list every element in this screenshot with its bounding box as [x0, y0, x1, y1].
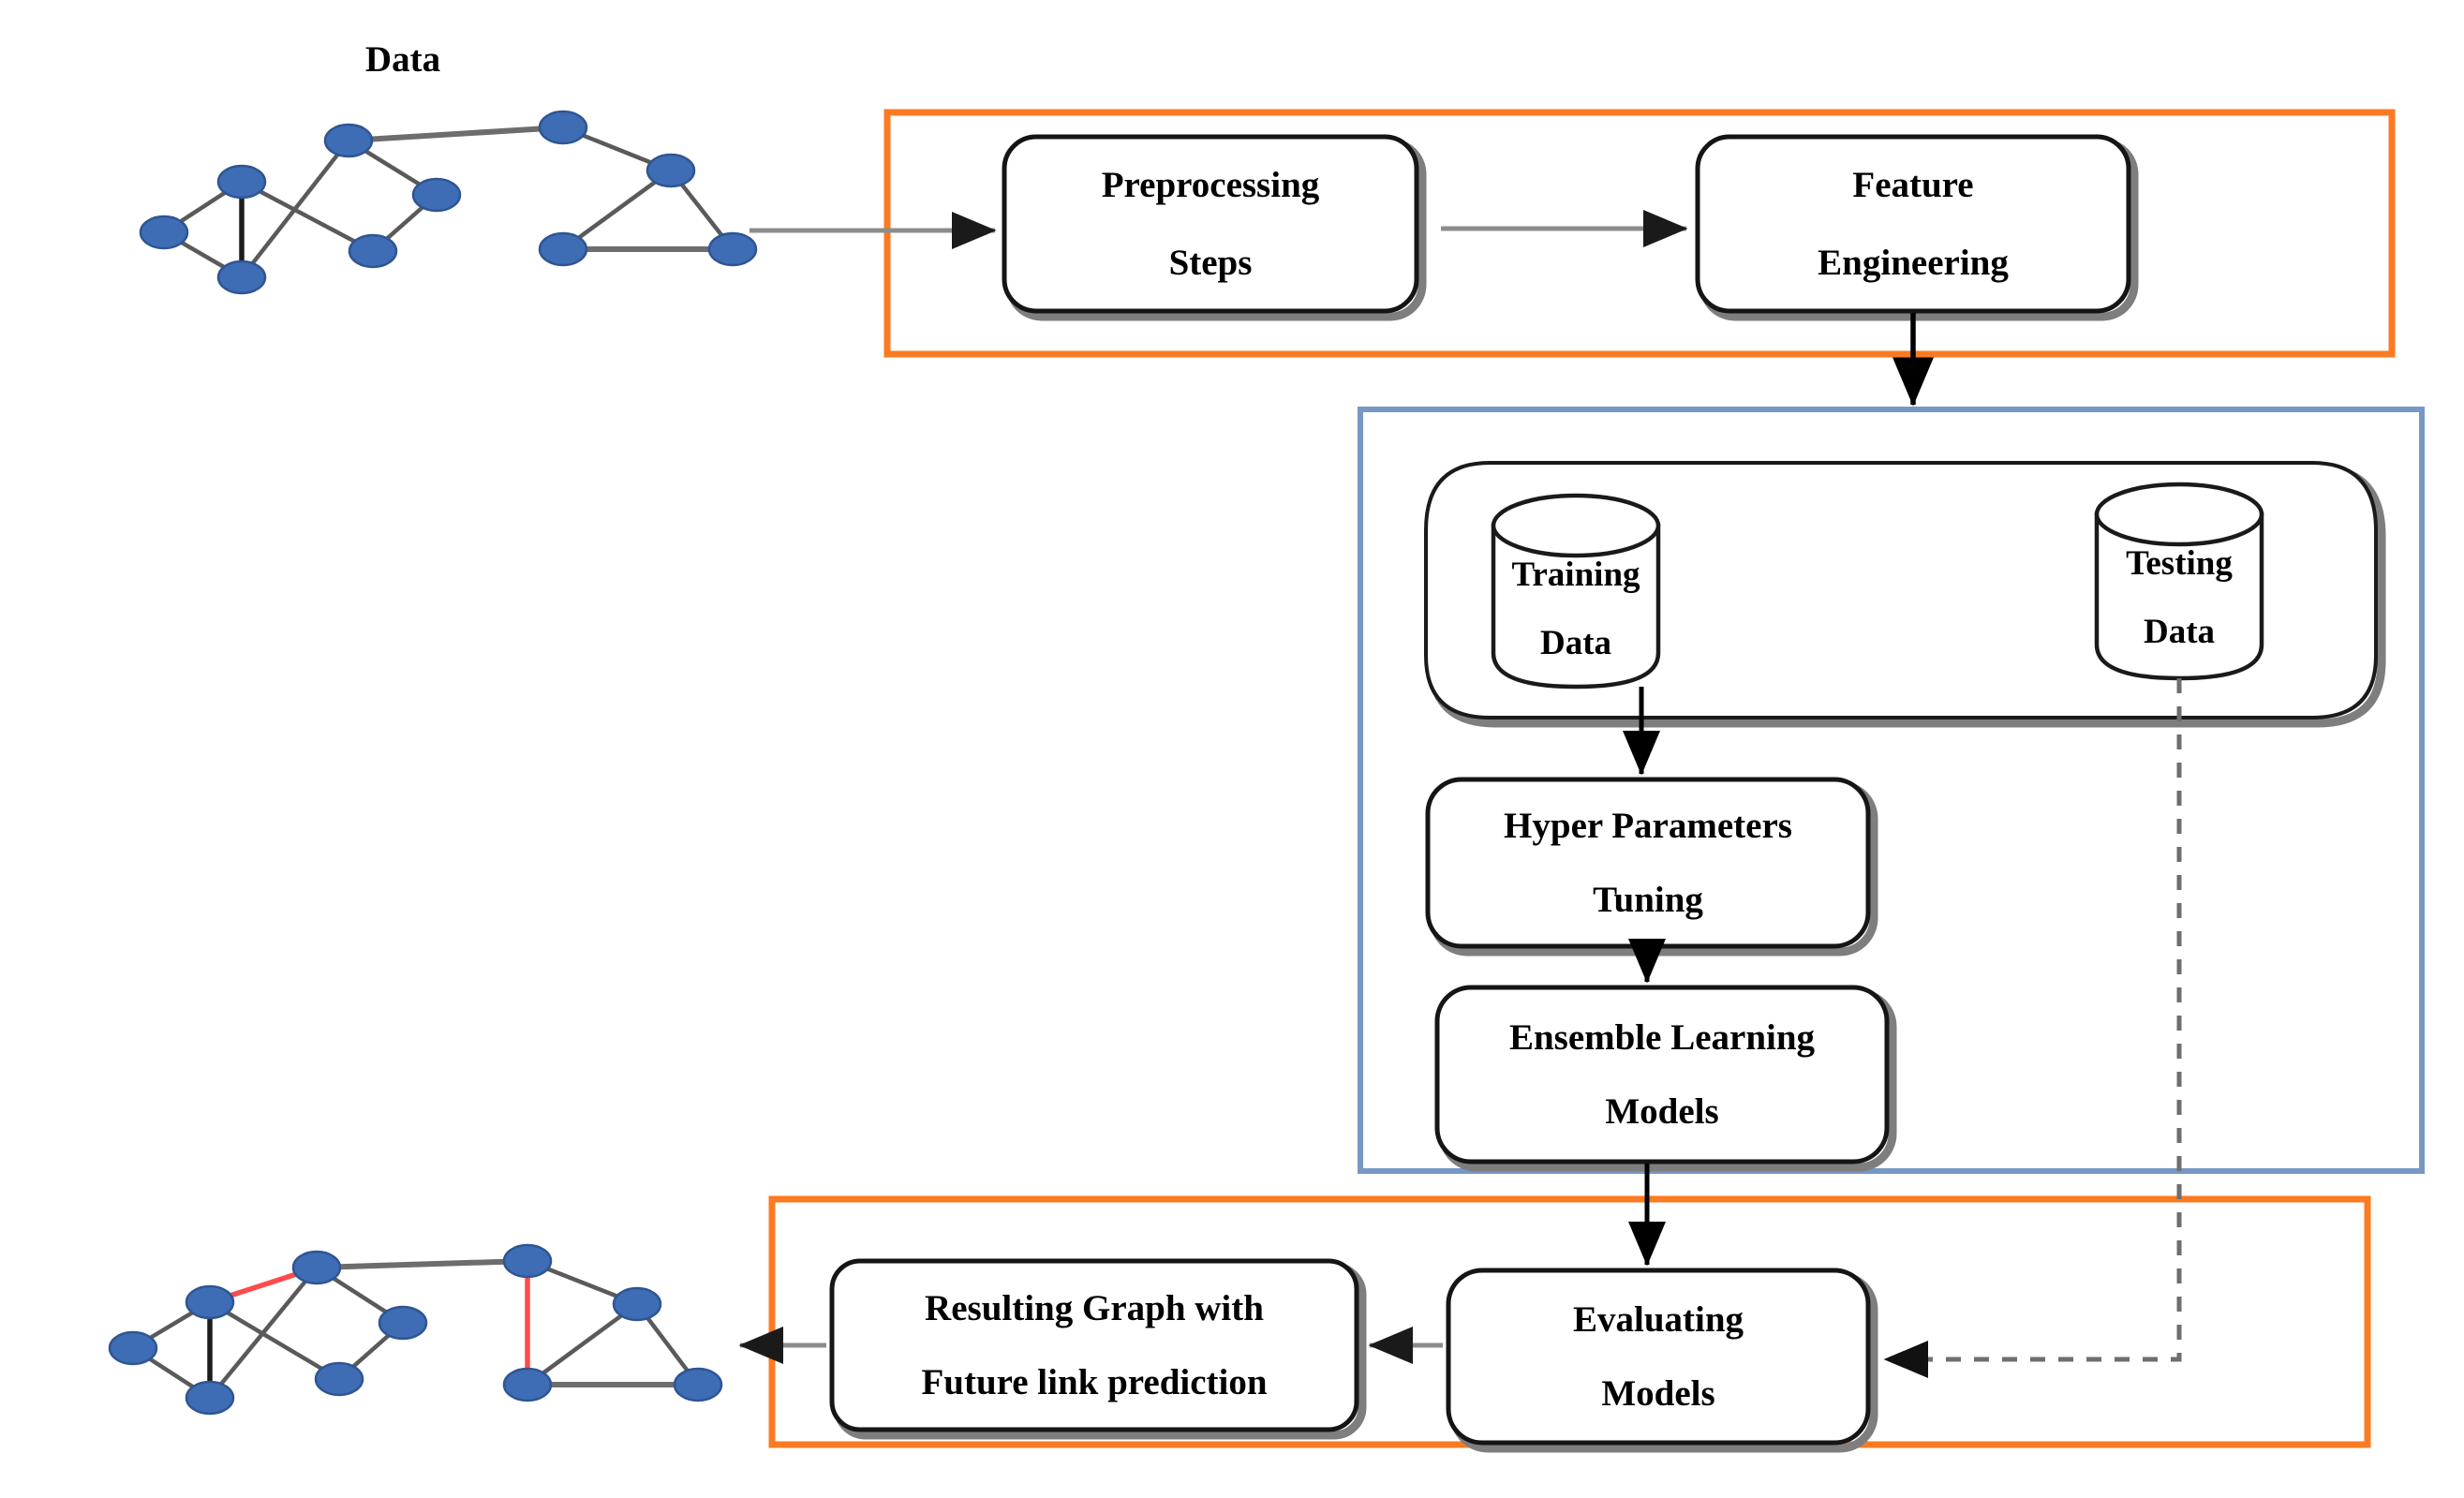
output-network-graph: [108, 1243, 723, 1416]
graph-node: [673, 1367, 723, 1402]
input-network-graph: [139, 110, 758, 295]
graph-node: [323, 123, 374, 158]
graph-node: [411, 177, 462, 213]
modeling-group-frame: [1358, 407, 2425, 1174]
hyper-parameters-tuning-box[interactable]: [1425, 777, 1878, 957]
graph-node: [378, 1305, 428, 1341]
feature-engineering-box[interactable]: [1695, 134, 2139, 321]
graph-node: [185, 1284, 235, 1320]
evaluating-models-box[interactable]: [1446, 1268, 1878, 1453]
graph-node: [139, 215, 189, 250]
flow-connectors: [738, 210, 2182, 1378]
graph-node: [216, 260, 267, 295]
graph-node: [314, 1361, 364, 1397]
graph-node: [646, 153, 696, 188]
output-graph-predicted-edges: [209, 1261, 530, 1385]
dashed-arrow-testing-to-evaluating: [1883, 678, 2182, 1378]
input-graph-vertices: [139, 110, 758, 295]
training-data-cylinder[interactable]: [1491, 493, 1661, 690]
testing-data-cylinder[interactable]: [2094, 482, 2264, 681]
output-graph-vertices: [108, 1243, 723, 1416]
graph-node: [707, 231, 758, 267]
ensemble-learning-models-box[interactable]: [1434, 985, 1897, 1172]
preprocessing-group-frame: [883, 109, 2396, 358]
graph-node: [348, 233, 398, 269]
graph-node: [108, 1330, 158, 1366]
graph-node: [538, 231, 588, 267]
graph-node: [502, 1243, 553, 1279]
preprocessing-steps-box[interactable]: [1002, 134, 1427, 321]
graph-node: [538, 110, 588, 145]
graph-node: [185, 1380, 235, 1416]
graph-node: [291, 1250, 342, 1285]
resulting-graph-box[interactable]: [829, 1258, 1367, 1440]
graph-node: [612, 1286, 662, 1322]
graph-node: [216, 164, 267, 200]
graph-node: [502, 1367, 553, 1402]
